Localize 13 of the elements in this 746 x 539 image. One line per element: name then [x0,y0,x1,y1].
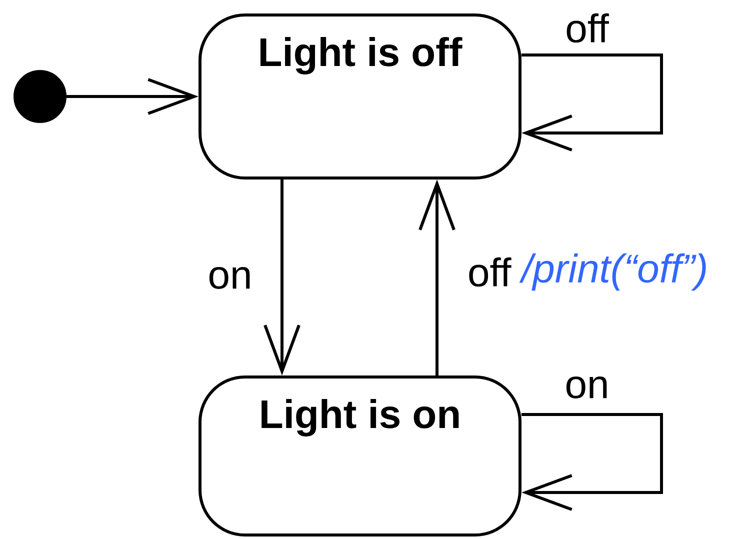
arrow [66,78,198,115]
state-box: Light is off [198,14,522,180]
state-box: Light is on [198,376,522,536]
action-label: /print(“off”) [519,252,710,292]
edge-label: off [564,12,610,44]
initial-state-dot [14,70,66,123]
edge-label: on [206,266,254,290]
arrow [418,180,456,376]
arrow [522,413,663,511]
arrow [522,54,663,152]
edge-label: on [564,376,610,400]
edge-label: off [466,256,512,288]
arrow [264,180,300,376]
